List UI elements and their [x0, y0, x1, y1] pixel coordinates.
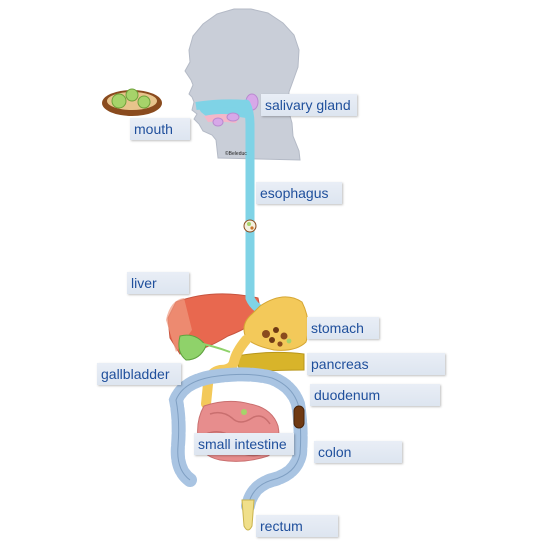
- gallbladder: [178, 334, 207, 361]
- salivary-gland-middle: [226, 112, 240, 122]
- bile-duct: [193, 341, 231, 353]
- colon-outline: [175, 373, 302, 507]
- label-pancreas: pancreas: [307, 353, 445, 375]
- throat-passage: [195, 99, 247, 110]
- label-liver: liver: [127, 272, 189, 294]
- food-sandwich: [102, 88, 162, 116]
- stomach-contents: [262, 327, 292, 347]
- food-bolus: [243, 219, 257, 233]
- label-colon: colon: [314, 441, 402, 463]
- salivary-gland-lower: [212, 117, 224, 127]
- head-silhouette: [184, 8, 301, 161]
- label-small-intestine: small intestine: [194, 433, 294, 455]
- intestine-content: [241, 409, 247, 415]
- stool: [293, 405, 305, 429]
- label-salivary-gland: salivary gland: [261, 94, 357, 116]
- label-mouth: mouth: [130, 118, 190, 140]
- label-rectum: rectum: [256, 515, 338, 537]
- label-esophagus: esophagus: [256, 182, 342, 204]
- label-duodenum: duodenum: [310, 384, 440, 406]
- brand-mark: ©Beleduc: [225, 151, 247, 157]
- label-stomach: stomach: [307, 317, 379, 339]
- stomach: [243, 296, 309, 351]
- rectum: [241, 499, 255, 531]
- label-gallbladder: gallbladder: [97, 363, 181, 385]
